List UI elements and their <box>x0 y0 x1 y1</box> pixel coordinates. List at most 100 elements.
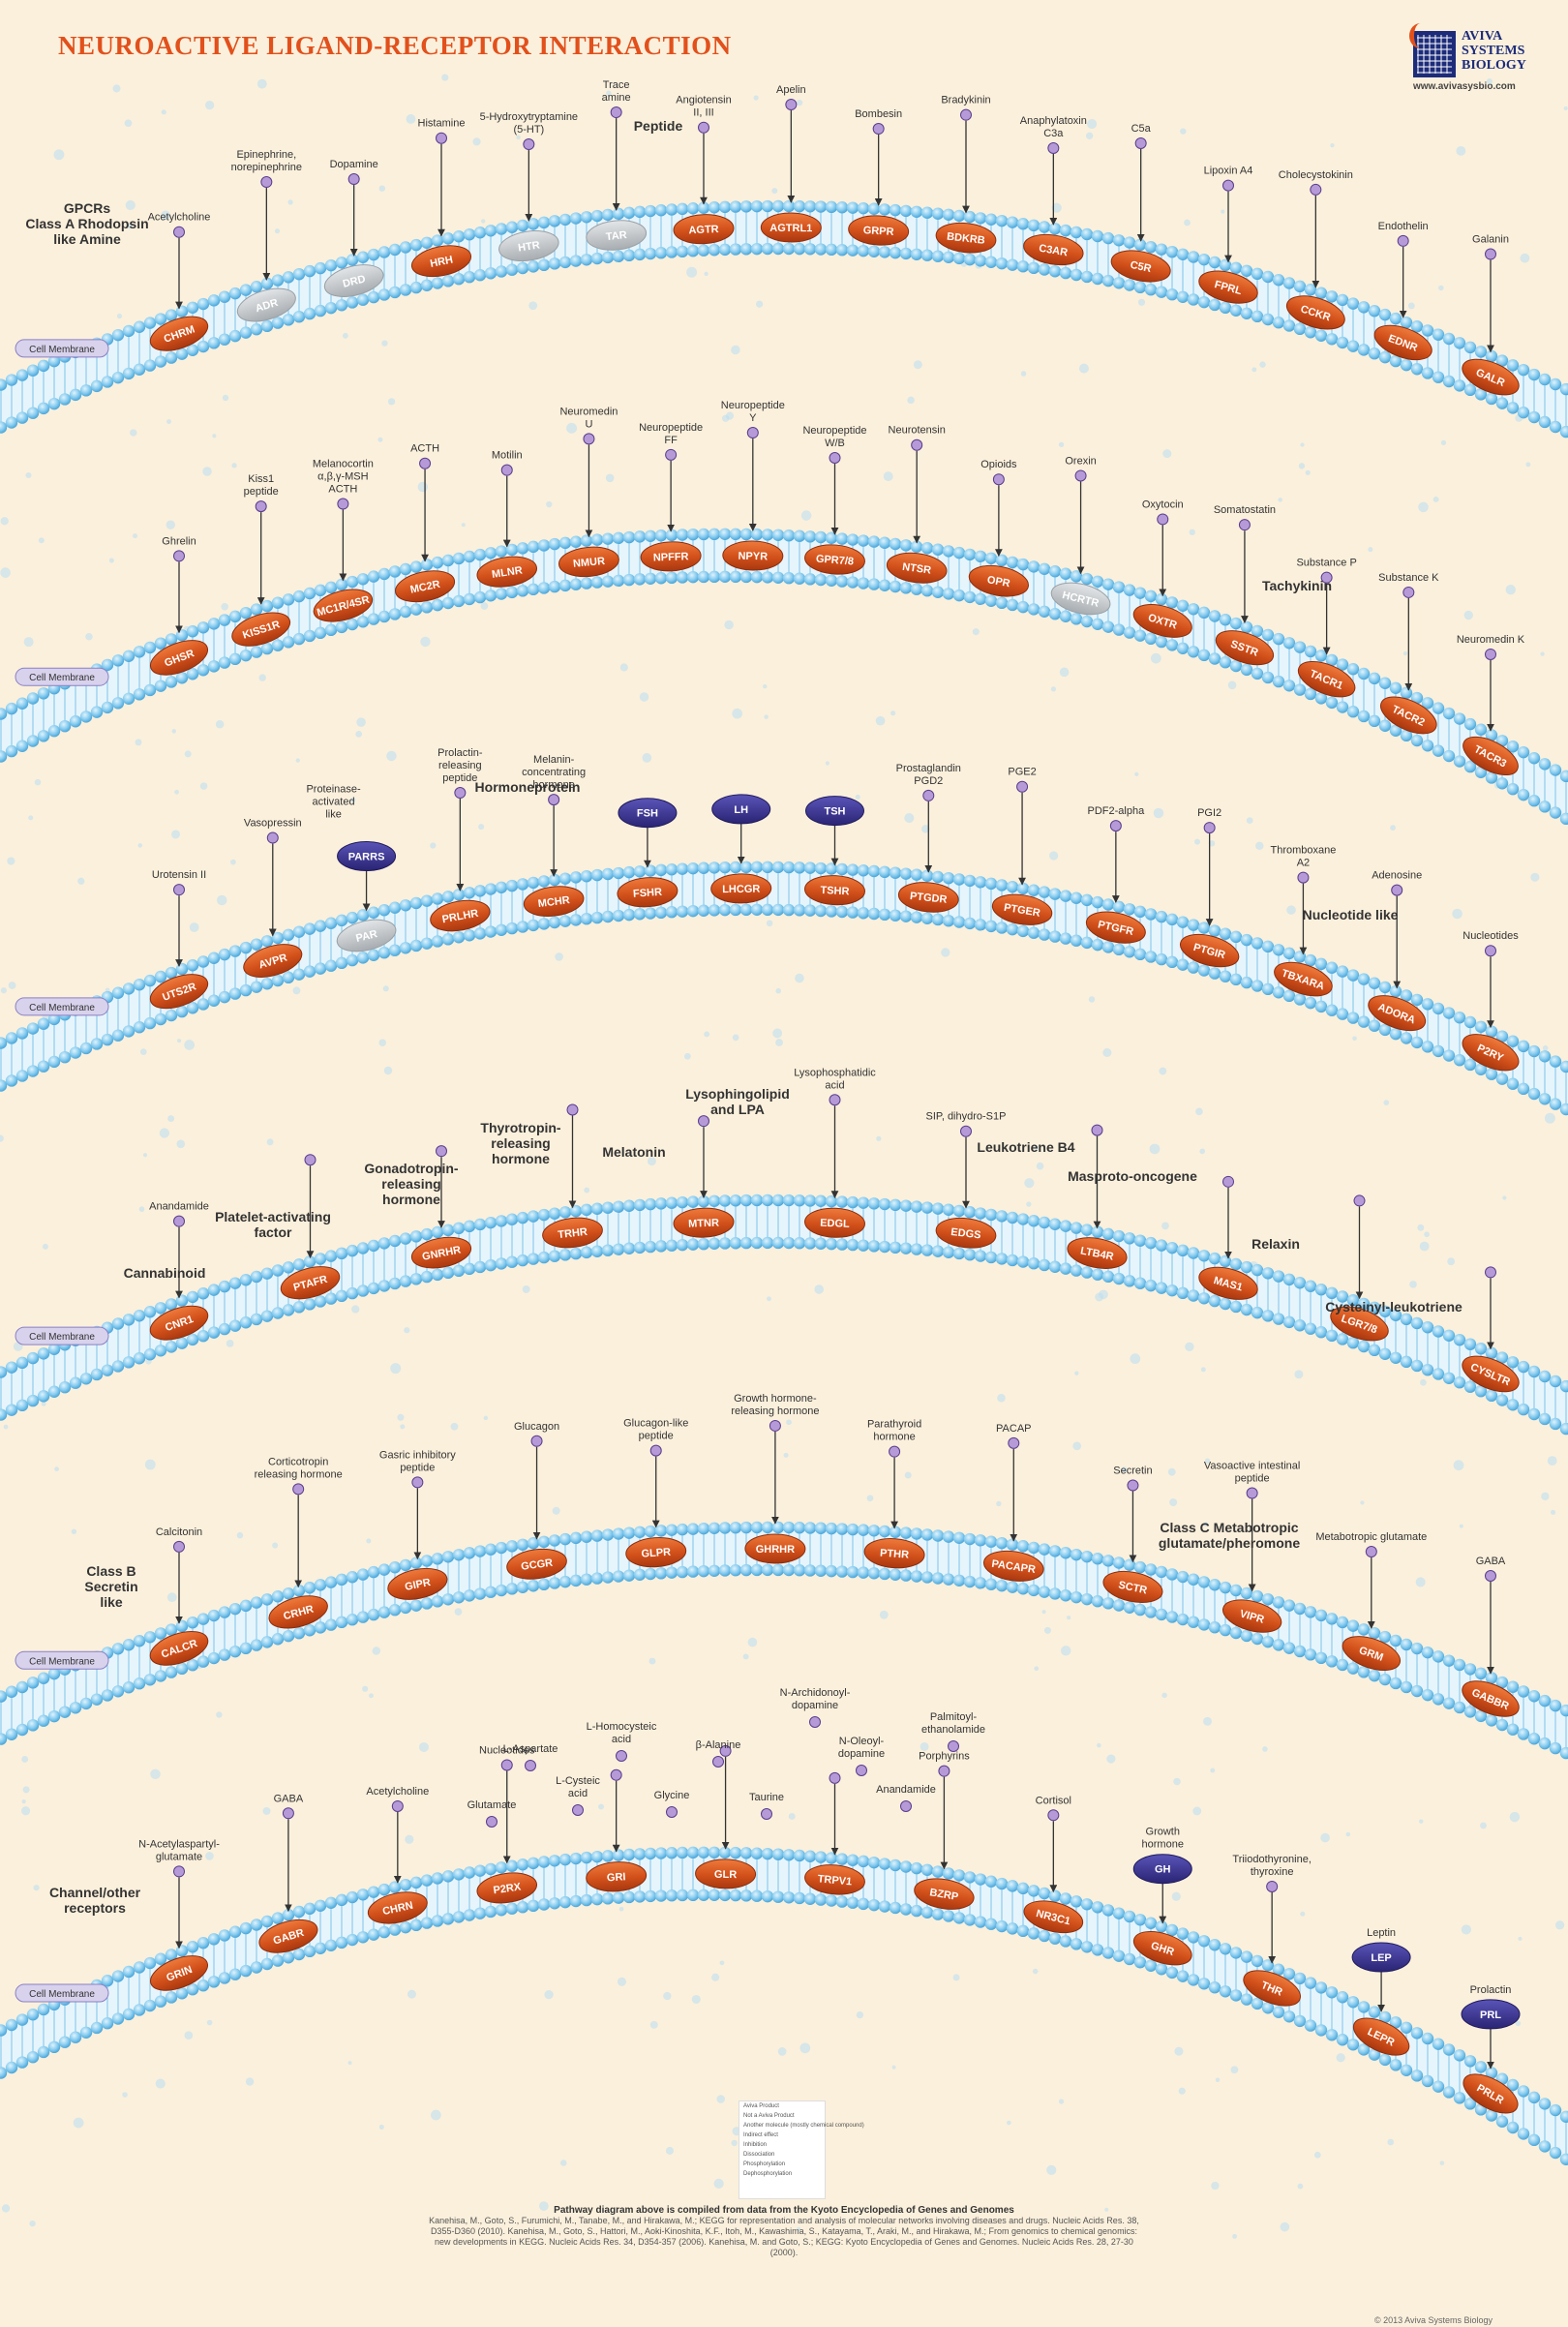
ligand-molecule-icon[interactable] <box>548 794 560 806</box>
ligand-protein-shape[interactable] <box>337 841 397 872</box>
receptor-shape[interactable] <box>497 227 560 265</box>
ligand-cluster-item[interactable]: β-Alanine <box>696 1739 741 1768</box>
ligand-molecule-icon[interactable] <box>391 1799 404 1812</box>
cell-membrane-pill[interactable] <box>15 339 109 358</box>
receptor-shape[interactable] <box>558 545 620 580</box>
receptor-oxtr[interactable]: OXTR <box>1130 598 1195 644</box>
receptor-chrn[interactable]: CHRN <box>365 1888 430 1929</box>
receptor-ghr[interactable]: GHR <box>1130 1925 1195 1972</box>
receptor-kiss1r[interactable]: KISS1R <box>228 606 294 651</box>
receptor-adr[interactable]: ADR <box>233 283 299 328</box>
ligand[interactable]: Histamine <box>418 118 466 237</box>
receptor-shape[interactable] <box>897 880 960 915</box>
receptor-sstr[interactable]: SSTR <box>1212 624 1278 672</box>
ligand-molecule-icon[interactable] <box>761 1808 772 1820</box>
receptor-shape[interactable] <box>265 1590 331 1634</box>
ligand-molecule-icon[interactable] <box>1402 586 1415 598</box>
ligand-molecule-icon[interactable] <box>572 1804 584 1816</box>
ligand-molecule-icon[interactable] <box>829 452 841 465</box>
ligand[interactable]: Adenosine <box>1372 870 1422 989</box>
ligand[interactable]: Porphyrins <box>919 1751 970 1870</box>
receptor-shape[interactable] <box>673 1207 735 1238</box>
ligand-molecule-icon[interactable] <box>911 438 923 451</box>
ligand-molecule-icon[interactable] <box>1127 1479 1139 1492</box>
ligand-molecule-icon[interactable] <box>769 1419 781 1432</box>
receptor-shape[interactable] <box>803 1862 865 1897</box>
ligand-molecule-icon[interactable] <box>960 108 972 121</box>
receptor-shape[interactable] <box>1130 1925 1195 1972</box>
ligand-protein-shape[interactable] <box>1351 1942 1411 1973</box>
ligand-molecule-icon[interactable] <box>666 1806 678 1818</box>
receptor-shape[interactable] <box>848 214 910 247</box>
ligand[interactable] <box>566 1103 579 1209</box>
ligand[interactable]: GABA <box>1476 1556 1506 1675</box>
receptor-lepr[interactable]: LEPR <box>1348 2010 1415 2063</box>
receptor-shape[interactable] <box>1339 1630 1404 1677</box>
receptor-shape[interactable] <box>1375 689 1442 740</box>
ligand-molecule-icon[interactable] <box>337 498 349 510</box>
ligand-molecule-icon[interactable] <box>1365 1546 1377 1558</box>
ligand-molecule-icon[interactable] <box>1203 822 1216 834</box>
ligand-cluster-item[interactable]: N-Archidonoyl-dopamine <box>780 1687 851 1728</box>
ligand-molecule-icon[interactable] <box>616 1750 627 1762</box>
receptor-shape[interactable] <box>1195 265 1261 309</box>
cell-membrane-pill[interactable] <box>15 1650 109 1670</box>
receptor-glr[interactable]: GLR <box>695 1859 757 1889</box>
ligand-molecule-icon[interactable] <box>1320 571 1333 584</box>
ligand[interactable]: Cortisol <box>1036 1795 1071 1893</box>
receptor-agtrl1[interactable]: AGTRL1 <box>760 212 822 243</box>
receptor-tbxara[interactable]: TBXARA <box>1270 956 1336 1003</box>
ligand[interactable]: ACTH <box>410 443 439 562</box>
receptor-ptgdr[interactable]: PTGDR <box>897 880 960 915</box>
receptor-shape[interactable] <box>803 543 865 577</box>
receptor-shape[interactable] <box>311 584 377 627</box>
receptor-mchr[interactable]: MCHR <box>523 883 586 919</box>
receptor-shape[interactable] <box>393 566 458 607</box>
receptor-shape[interactable] <box>863 1536 925 1569</box>
receptor-shape[interactable] <box>428 896 492 936</box>
receptor-c3ar[interactable]: C3AR <box>1021 230 1085 269</box>
receptor-shape[interactable] <box>146 968 212 1015</box>
ligand-protein-lh[interactable]: LH <box>711 794 771 864</box>
cell-membrane-tag[interactable]: Cell Membrane <box>15 339 109 358</box>
receptor-cnr1[interactable]: CNR1 <box>146 1299 212 1346</box>
ligand[interactable]: Anandamide <box>149 1201 209 1299</box>
ligand-molecule-icon[interactable] <box>938 1765 950 1777</box>
ligand-molecule-icon[interactable] <box>173 226 185 238</box>
ligand-molecule-icon[interactable] <box>960 1125 972 1137</box>
ligand[interactable]: Somatostatin <box>1214 504 1276 623</box>
receptor-shape[interactable] <box>625 1536 687 1569</box>
ligand-molecule-icon[interactable] <box>500 1759 513 1771</box>
receptor-shape[interactable] <box>640 541 702 572</box>
ligand-molecule-icon[interactable] <box>255 500 267 513</box>
receptor-ptafr[interactable]: PTAFR <box>278 1261 344 1305</box>
ligand[interactable]: Galanin <box>1472 234 1509 353</box>
ligand[interactable]: Neurotensin <box>889 425 946 544</box>
receptor-fshr[interactable]: FSHR <box>617 876 678 909</box>
receptor-glpr[interactable]: GLPR <box>625 1536 687 1569</box>
receptor-shape[interactable] <box>1220 1594 1285 1639</box>
ligand[interactable] <box>829 1771 841 1856</box>
receptor-cckr[interactable]: CCKR <box>1282 289 1348 335</box>
receptor-uts2r[interactable]: UTS2R <box>146 968 212 1015</box>
ligand-cluster-item[interactable]: Glycine <box>654 1790 690 1818</box>
ligand-molecule-icon[interactable] <box>1047 141 1060 154</box>
receptor-shape[interactable] <box>804 874 865 906</box>
receptor-gpr78[interactable]: GPR7/8 <box>803 543 865 577</box>
ligand[interactable]: Dopamine <box>330 159 378 257</box>
receptor-thr[interactable]: THR <box>1239 1963 1306 2012</box>
cell-membrane-tag[interactable]: Cell Membrane <box>15 1983 109 2003</box>
receptor-ptgfr[interactable]: PTGFR <box>1083 907 1148 949</box>
ligand[interactable] <box>304 1154 317 1258</box>
ligand[interactable] <box>436 1145 447 1228</box>
receptor-prlr[interactable]: PRLR <box>1458 2067 1524 2121</box>
receptor-shape[interactable] <box>1048 578 1113 620</box>
ligand[interactable]: Motilin <box>492 450 523 548</box>
